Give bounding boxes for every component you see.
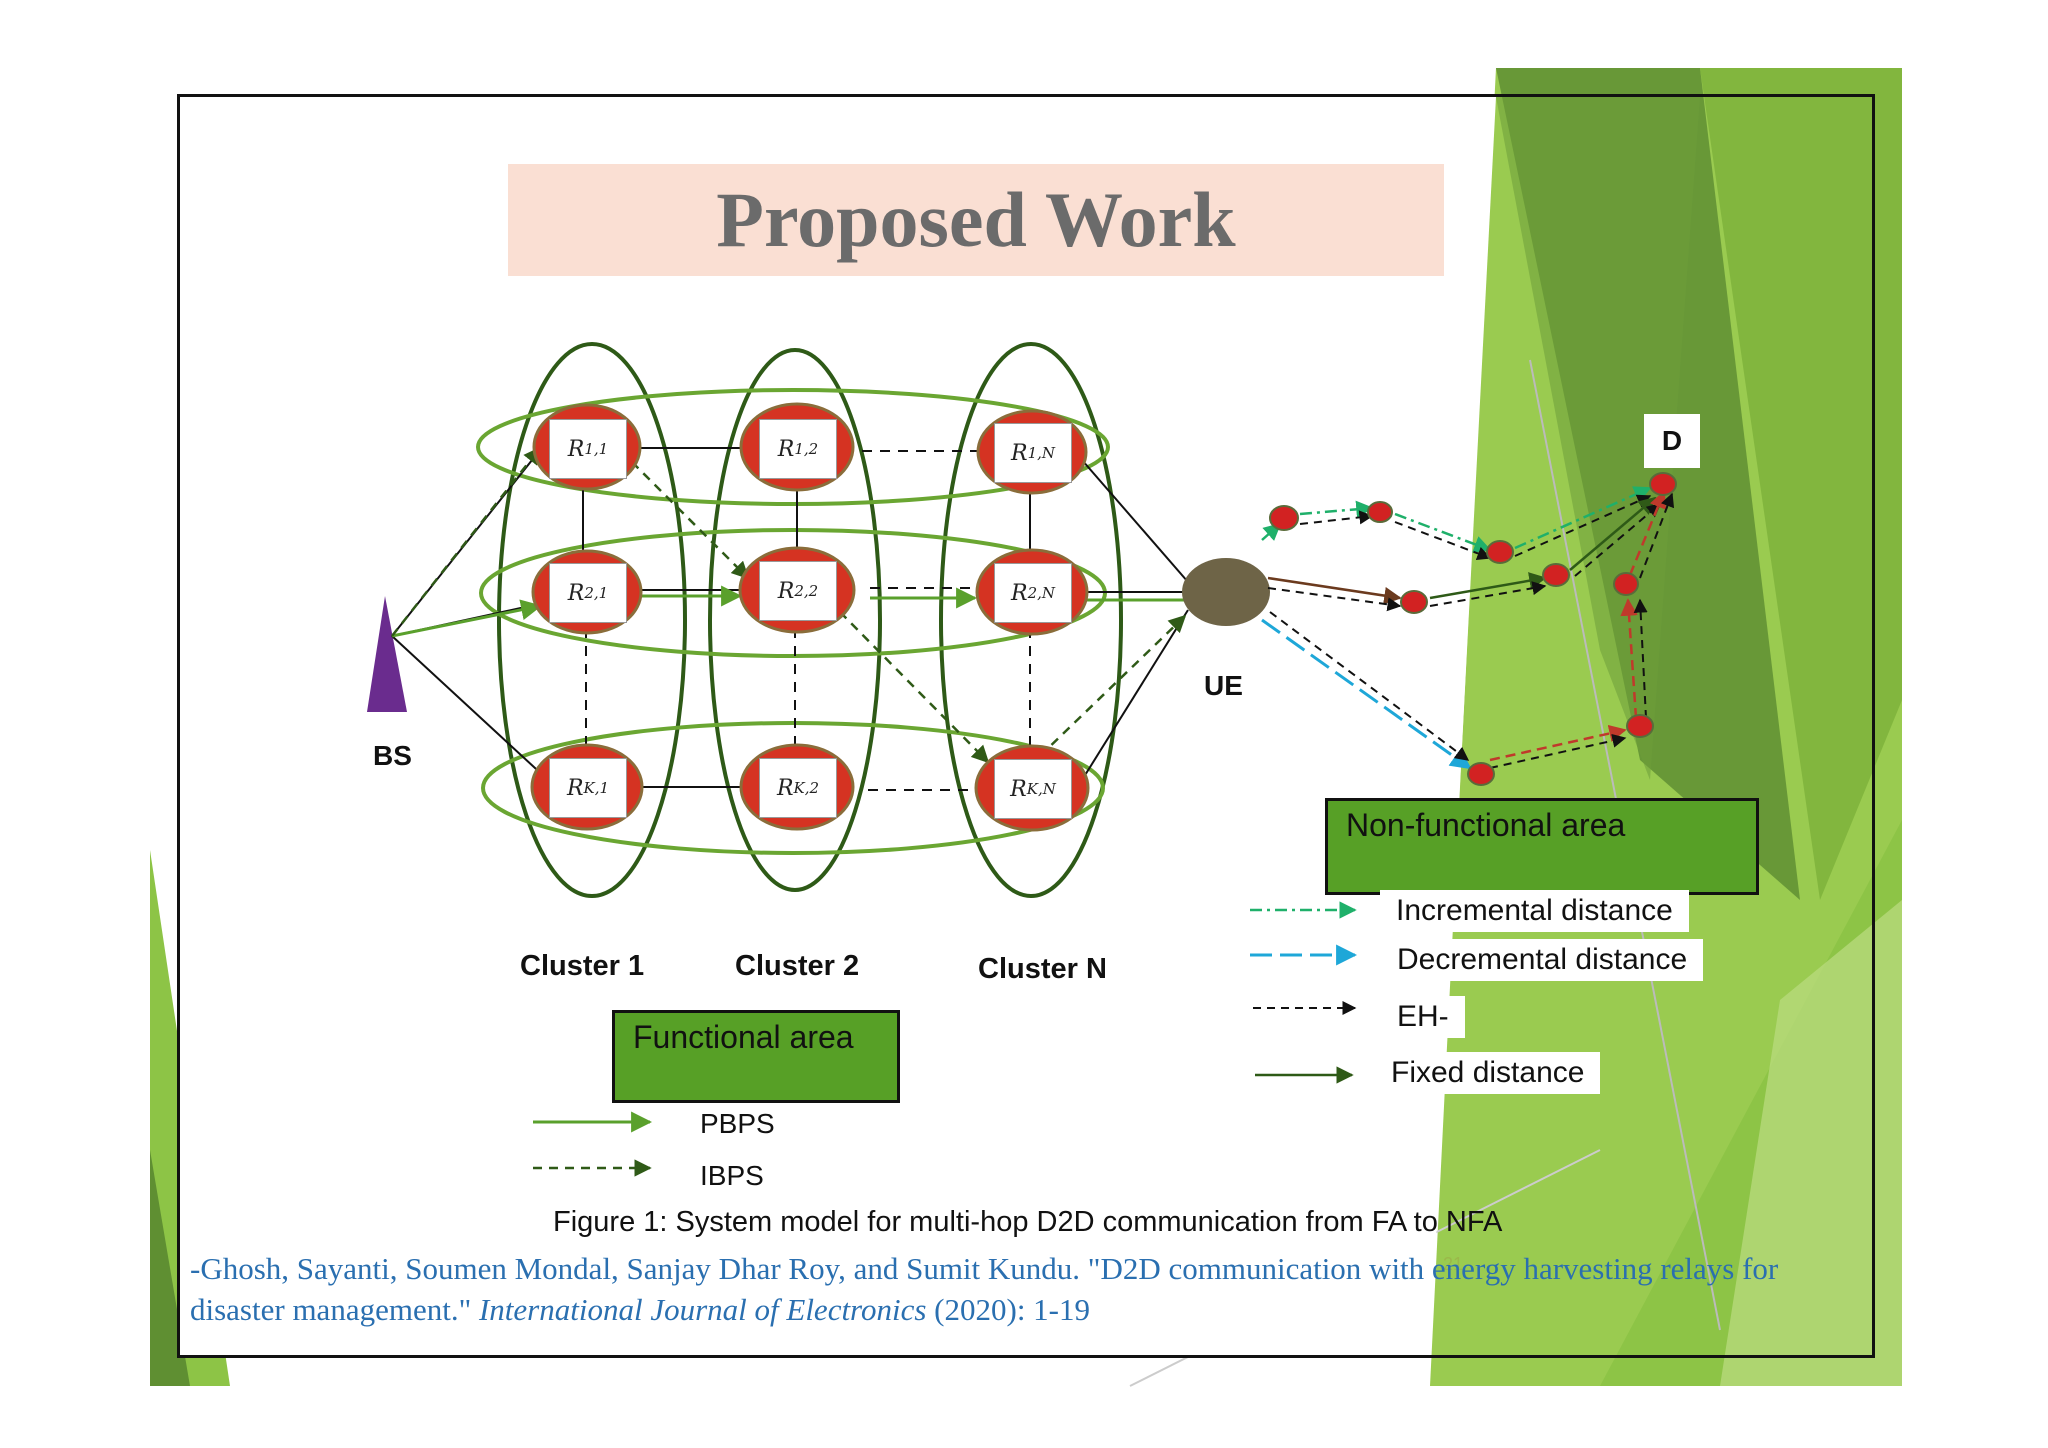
bs-label: BS [373,740,412,771]
cluster-1-label: Cluster 1 [520,950,645,982]
slide-frame [177,94,1875,1358]
ue-node [1182,558,1270,626]
bs-icon [367,596,407,712]
pbps-bs-r21 [391,599,543,638]
legend-incremental-label: Incremental distance [1380,890,1689,932]
legend-eh-label: EH- [1381,996,1465,1038]
row-k-ring [481,721,1105,855]
legend-ibps-label: IBPS [700,1160,764,1191]
eh-n2-n3 [1394,521,1492,561]
non-functional-area-box: Non-functional area [1325,798,1759,895]
ibps-r11-r22 [631,461,750,580]
ibps-r22-rkn [839,611,990,764]
page-title: Proposed Work [716,176,1236,263]
cluster-2-ring [708,348,882,892]
link-r1n-ue [1081,459,1189,583]
inc-ue-n1 [1261,522,1282,542]
theme-band [1720,900,1902,1386]
eh-n6-n7 [1489,733,1627,769]
red-n6-n7 [1489,724,1627,762]
title-banner: Proposed Work [508,164,1444,276]
ue-label: UE [1204,670,1243,701]
citation-journal: International Journal of Electronics [478,1292,927,1327]
nfa-node [1626,714,1654,738]
citation: -Ghosh, Sayanti, Soumen Mondal, Sanjay D… [190,1248,1830,1330]
row-1-ring [476,388,1110,506]
legend-pbps-label: PBPS [700,1108,775,1139]
eh-n4-n5 [1429,581,1547,607]
eh-n8-d [1639,492,1675,579]
nfa-node [1613,572,1639,596]
eh-n5-d [1574,503,1662,577]
nfa-node [1269,505,1299,531]
fixed-ue-n4 [1267,576,1402,605]
content-area [177,97,1496,1355]
nfa-node [1542,563,1570,587]
cluster-n-label: Cluster N [978,953,1107,985]
ibps-bs-r11 [391,446,542,637]
inc-n1-n2 [1299,500,1374,519]
functional-area-box: Functional area [612,1010,900,1103]
eh-n3-d [1514,494,1652,557]
cluster-n-ring [939,342,1123,898]
eh-n7-n8 [1633,598,1648,719]
figure-caption: Figure 1: System model for multi-hop D2D… [553,1206,1503,1238]
cluster-1-ring [497,342,687,898]
link-rkn-ue [1081,609,1189,781]
slide-number: 21 [1443,1254,1464,1274]
inc-n2-n3 [1394,512,1492,553]
legend-decremental-label: Decremental distance [1381,939,1704,981]
citation-suffix: (2020): 1-19 [926,1292,1091,1327]
nfa-node [1467,762,1495,786]
legend-fixed-label: Fixed distance [1375,1052,1601,1094]
fixed-n4-n5 [1429,572,1547,600]
cluster-2-label: Cluster 2 [735,950,860,982]
destination-node [1649,472,1677,496]
destination-label: D [1644,414,1700,468]
ibps-rkn-ue [1039,614,1187,757]
dec-ue-n6 [1261,618,1472,770]
red-n7-n8 [1620,598,1638,719]
citation-text: -Ghosh, Sayanti, Soumen Mondal, Sanjay D… [190,1251,1779,1327]
nfa-node [1367,501,1393,523]
theme-band [1700,68,1902,900]
link-bs-rk1 [391,635,549,781]
fixed-n5-d [1569,496,1657,571]
nfa-node [1400,590,1428,614]
theme-band [1496,97,1700,780]
nfa-node [1486,540,1514,564]
eh-n1-n2 [1299,510,1374,525]
